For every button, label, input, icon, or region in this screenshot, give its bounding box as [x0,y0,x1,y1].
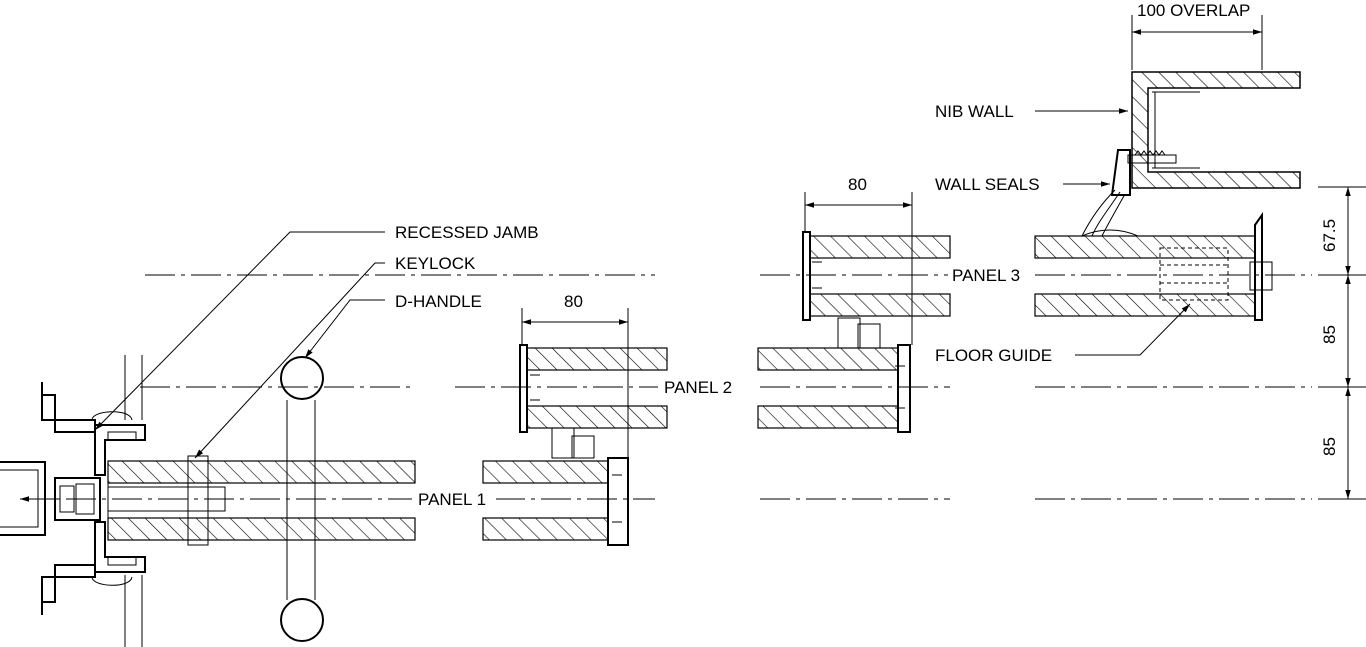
panel-1 [107,356,629,642]
keylock-label: KEYLOCK [395,254,476,273]
spacing-85-upper-dimension: 85 [1320,325,1339,344]
spacing-85-lower-dimension: 85 [1320,437,1339,456]
panel-2 [519,317,911,433]
offset-67-5-dimension: 67.5 [1320,219,1339,252]
recessed-jamb-assembly [0,355,146,647]
nib-wall [1081,71,1301,237]
panel-3-label: PANEL 3 [952,266,1020,285]
panel-1-label: PANEL 1 [418,490,486,509]
nib-wall-label: NIB WALL [935,102,1014,121]
floor-guide-label: FLOOR GUIDE [935,346,1052,365]
panel-centerlines [20,274,1312,500]
panel-2-width-dimension: 80 [564,292,583,311]
wall-seals-label: WALL SEALS [935,175,1040,194]
overlap-dimension: 100 OVERLAP [1137,1,1250,20]
panel-2-label: PANEL 2 [664,378,732,397]
recessed-jamb-label: RECESSED JAMB [395,223,539,242]
dimension-lines [521,15,1366,500]
panel-3-width-dimension: 80 [848,175,867,194]
d-handle-label: D-HANDLE [395,292,482,311]
panel-3 [802,211,1273,321]
leader-lines [94,108,1191,459]
